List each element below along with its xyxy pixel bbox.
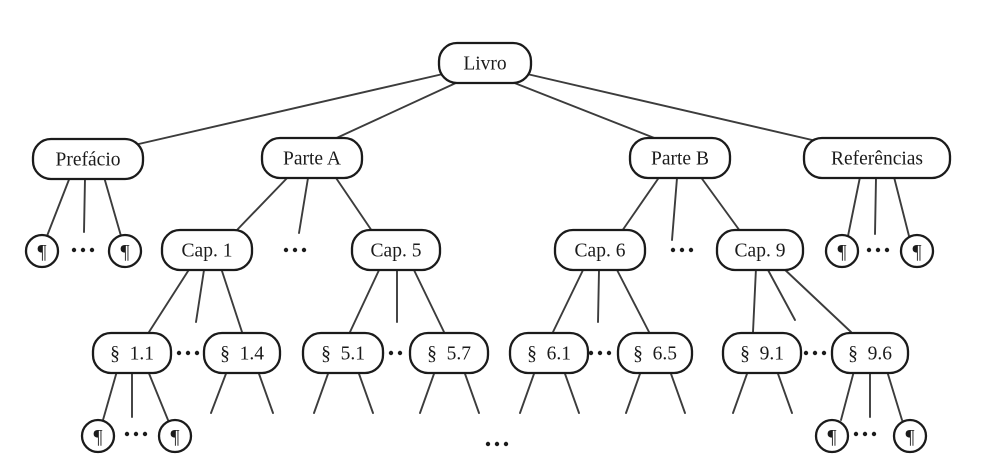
node-shape-circle xyxy=(814,418,850,454)
ellipsis-dots xyxy=(176,350,200,356)
node-shape-circle xyxy=(107,233,143,269)
node-parte-b: Parte B xyxy=(628,136,732,180)
node-label: ¶ xyxy=(912,241,921,263)
node-paragraph-referencias-2: ¶ xyxy=(899,233,935,269)
node-cap-6: Cap. 6 xyxy=(553,228,647,272)
node-paragraph-sec-9-6-a: ¶ xyxy=(814,418,850,454)
ellipsis-dots xyxy=(283,247,307,253)
node-shape-pill xyxy=(160,228,254,272)
node-shape-pill xyxy=(31,137,145,181)
node-shape-pill xyxy=(721,331,803,375)
node-shape-circle xyxy=(892,418,928,454)
node-label: ¶ xyxy=(93,426,102,448)
node-paragraph-prefacio-2: ¶ xyxy=(107,233,143,269)
node-label: ¶ xyxy=(37,241,46,263)
node-cap-1: Cap. 1 xyxy=(160,228,254,272)
node-label: § 1.4 xyxy=(220,344,264,365)
node-cap-9: Cap. 9 xyxy=(715,228,805,272)
node-paragraph-sec-9-6-b: ¶ xyxy=(892,418,928,454)
node-livro: Livro xyxy=(437,41,533,85)
node-label: ¶ xyxy=(837,241,846,263)
node-shape-pill xyxy=(260,136,364,180)
node-shape-pill xyxy=(408,331,490,375)
node-cap-5: Cap. 5 xyxy=(350,228,442,272)
node-shape-pill xyxy=(202,331,282,375)
node-parte-a: Parte A xyxy=(260,136,364,180)
node-shape-pill xyxy=(350,228,442,272)
node-sec-1-4: § 1.4 xyxy=(202,331,282,375)
node-sec-1-1: § 1.1 xyxy=(91,331,173,375)
node-paragraph-referencias-1: ¶ xyxy=(824,233,860,269)
node-label: § 6.1 xyxy=(527,344,571,365)
node-paragraph-sec-1-1-b: ¶ xyxy=(157,418,193,454)
node-paragraph-sec-1-1-a: ¶ xyxy=(80,418,116,454)
ellipsis-dots xyxy=(124,431,148,437)
ellipsis-dots xyxy=(803,350,827,356)
node-label: Cap. 6 xyxy=(575,241,626,262)
ellipsis-dots xyxy=(588,350,612,356)
node-shape-pill xyxy=(628,136,732,180)
node-label: § 6.5 xyxy=(633,344,677,365)
node-shape-pill xyxy=(553,228,647,272)
node-label: Prefácio xyxy=(56,150,121,171)
node-label: Livro xyxy=(463,54,506,75)
ellipsis-dots xyxy=(866,247,890,253)
node-sec-9-6: § 9.6 xyxy=(830,331,910,375)
node-label: ¶ xyxy=(827,426,836,448)
node-label: ¶ xyxy=(170,426,179,448)
ellipsis-dots xyxy=(853,431,877,437)
node-shape-circle xyxy=(157,418,193,454)
node-shape-pill xyxy=(508,331,590,375)
node-label: Parte A xyxy=(283,149,341,170)
node-shape-pill xyxy=(437,41,533,85)
node-label: § 5.1 xyxy=(321,344,365,365)
node-shape-pill xyxy=(830,331,910,375)
node-label: § 9.1 xyxy=(740,344,784,365)
node-label: Cap. 5 xyxy=(371,241,422,262)
ellipsis-dots xyxy=(670,247,694,253)
node-shape-pill xyxy=(301,331,385,375)
ellipsis-layer xyxy=(71,247,890,447)
node-label: ¶ xyxy=(120,241,129,263)
node-label: § 5.7 xyxy=(427,344,471,365)
node-shape-pill xyxy=(91,331,173,375)
node-shape-pill xyxy=(715,228,805,272)
node-shape-circle xyxy=(80,418,116,454)
node-referencias: Referências xyxy=(802,136,952,180)
ellipsis-dots xyxy=(71,247,95,253)
node-sec-5-7: § 5.7 xyxy=(408,331,490,375)
ellipsis-dots xyxy=(485,441,509,447)
node-sec-5-1: § 5.1 xyxy=(301,331,385,375)
node-label: Cap. 9 xyxy=(735,241,786,262)
node-label: § 9.6 xyxy=(848,344,892,365)
node-shape-pill xyxy=(616,331,694,375)
node-label: § 1.1 xyxy=(110,344,154,365)
tree-edges xyxy=(46,73,910,421)
node-paragraph-prefacio-1: ¶ xyxy=(24,233,60,269)
node-shape-circle xyxy=(824,233,860,269)
node-label: Cap. 1 xyxy=(182,241,233,262)
node-prefacio: Prefácio xyxy=(31,137,145,181)
node-sec-9-1: § 9.1 xyxy=(721,331,803,375)
node-label: ¶ xyxy=(905,426,914,448)
node-shape-circle xyxy=(899,233,935,269)
node-sec-6-1: § 6.1 xyxy=(508,331,590,375)
node-label: Referências xyxy=(831,149,923,170)
node-label: Parte B xyxy=(651,149,709,170)
node-shape-circle xyxy=(24,233,60,269)
node-sec-6-5: § 6.5 xyxy=(616,331,694,375)
node-shape-pill xyxy=(802,136,952,180)
